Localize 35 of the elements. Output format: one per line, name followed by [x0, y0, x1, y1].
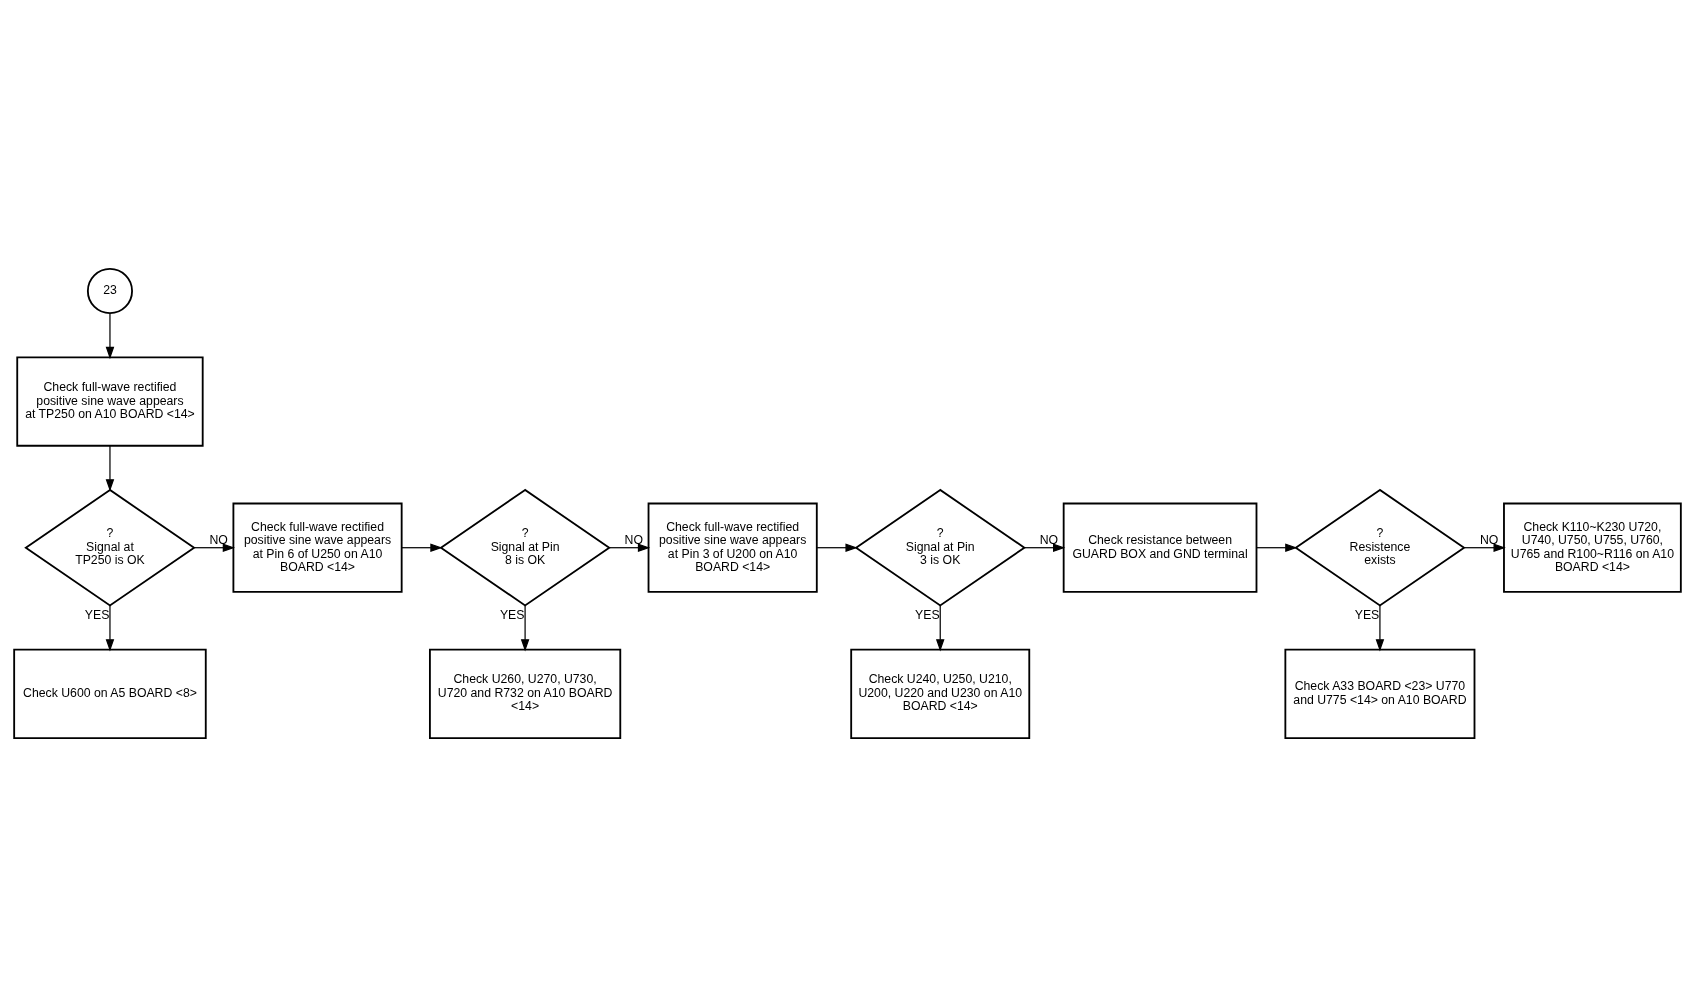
node-circle: 23	[86, 267, 133, 314]
arrow	[1463, 542, 1506, 552]
arrow	[608, 542, 651, 552]
arrow	[105, 312, 115, 359]
arrow	[816, 542, 858, 552]
node-box: Check full-wave rectified positive sine wave appears at TP250 on A10 BOARD <14>	[16, 355, 204, 447]
edge-label: NO	[1039, 532, 1059, 547]
arrow	[401, 542, 443, 552]
arrow	[105, 444, 115, 491]
node-diamond: ? Signal at TP250 is OK	[24, 488, 196, 607]
node-box: Check K110~K230 U720, U740, U750, U755, U760, U765 and R100~R116 on A10 BOARD <14>	[1503, 502, 1682, 593]
arrow	[935, 604, 945, 651]
edge-label: NO	[209, 532, 228, 547]
arrow	[105, 604, 115, 651]
node-diamond: ? Signal at Pin 8 is OK	[439, 488, 611, 607]
arrow	[520, 604, 530, 651]
arrow	[1255, 542, 1298, 552]
node-box: Check full-wave rectified positive sine wave appears at Pin 3 of U200 on A10 BOARD <14>	[647, 502, 818, 593]
arrow	[193, 542, 236, 552]
arrow	[1023, 542, 1066, 552]
node-box: Check A33 BOARD <23> U770 and U775 <14> on A10 BOARD	[1284, 648, 1476, 739]
edge-label: NO	[624, 532, 644, 547]
node-box: Check U240, U250, U210, U200, U220 and U230 on A10 BOARD <14>	[850, 648, 1031, 739]
edge-label: YES	[915, 607, 940, 622]
node-box: Check U260, U270, U730, U720 and R732 on A10 BOARD <14>	[429, 648, 622, 739]
edge-label: YES	[84, 607, 110, 622]
node-box: Check full-wave rectified positive sine wave appears at Pin 6 of U250 on A10 BOARD <14>	[232, 502, 403, 593]
node-box: Check U600 on A5 BOARD <8>	[13, 648, 207, 739]
node-box: Check resistance between GUARD BOX and GND terminal	[1062, 502, 1258, 593]
node-diamond: ? Signal at Pin 3 is OK	[854, 488, 1026, 607]
edge-label: YES	[499, 607, 525, 622]
edge-label: YES	[1354, 607, 1380, 622]
node-diamond: ? Resistence exists	[1294, 488, 1466, 607]
edge-label: NO	[1479, 532, 1499, 547]
arrow	[1375, 604, 1385, 651]
